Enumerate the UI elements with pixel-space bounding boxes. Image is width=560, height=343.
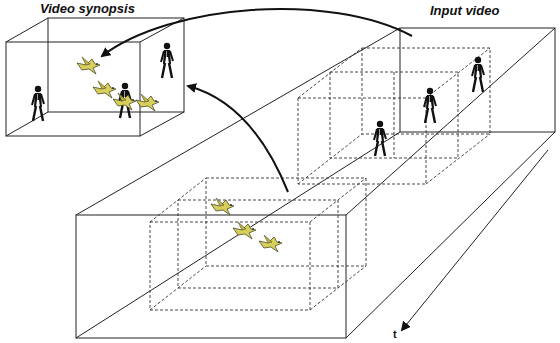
axis-label: t [392, 328, 398, 340]
figure-title: Video synopsis [40, 2, 135, 16]
figure-title: Input video [430, 4, 499, 18]
